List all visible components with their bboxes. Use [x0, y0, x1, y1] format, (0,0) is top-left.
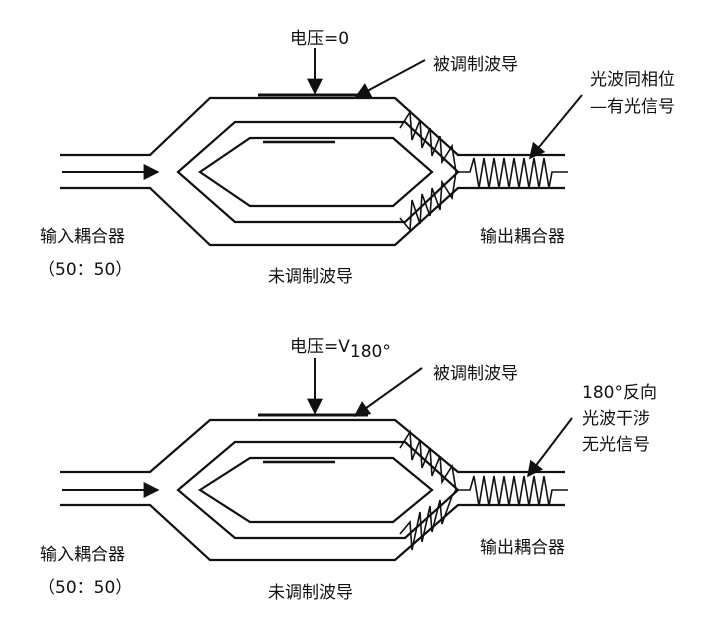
modulated-waveguide-label: 被调制波导 [433, 364, 518, 384]
voltage-subscript: 180° [350, 342, 391, 362]
output-coupler-label: 输出耦合器 [480, 227, 565, 247]
unmodulated-waveguide-label: 未调制波导 [268, 583, 353, 603]
input-coupler-label: 输入耦合器 [40, 545, 125, 565]
modulated-waveguide-label: 被调制波导 [433, 55, 518, 75]
input-coupler-label: 输入耦合器 [40, 227, 125, 247]
output-wave [456, 475, 568, 507]
upper-arm-wave [399, 109, 457, 173]
result-label: 光波干涉 [582, 409, 650, 429]
lower-arm-wave [399, 489, 457, 551]
output-coupler-label: 输出耦合器 [480, 538, 565, 558]
lower-arm-wave [399, 171, 457, 233]
voltage-label: 电压=V180° [290, 337, 391, 362]
voltage-label: 电压=0 [290, 29, 349, 49]
result-pointer [528, 94, 583, 160]
upper-arm-wave [399, 429, 457, 491]
panel-out-of-phase: 电压=V180° 被调制波导 180°反向 光波干涉 无光信号 输入耦合器 （5… [38, 337, 657, 603]
result-label: 180°反向 [582, 383, 657, 403]
panel-in-phase: 电压=0 被调制波导 光波同相位 —有光信号 输入耦合器 （50：50） 未调制… [38, 29, 675, 287]
modulated-pointer [353, 367, 423, 417]
result-label: —有光信号 [590, 97, 675, 117]
output-wave [456, 157, 568, 189]
voltage-label-main: 电压=V [290, 337, 350, 357]
modulated-pointer [354, 59, 426, 98]
result-label: 光波同相位 [590, 70, 675, 90]
unmodulated-waveguide-label: 未调制波导 [268, 267, 353, 287]
coupler-ratio-label: （50：50） [38, 260, 132, 280]
result-pointer [527, 417, 573, 478]
result-label: 无光信号 [582, 435, 650, 455]
coupler-ratio-label: （50：50） [38, 578, 132, 598]
